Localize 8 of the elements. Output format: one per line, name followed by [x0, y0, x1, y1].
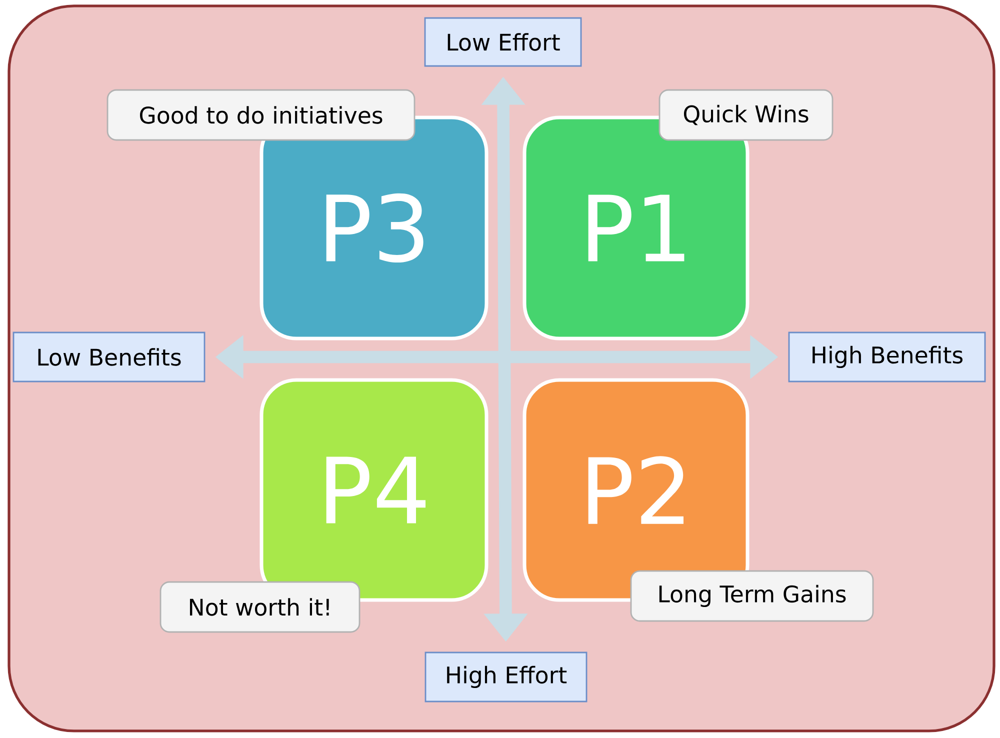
axis-label: Low Benefits [12, 332, 206, 382]
callout-label: Good to do initiatives [106, 89, 416, 141]
callout-label: Long Term Gains [630, 570, 874, 622]
axis-label: Low Effort [424, 17, 582, 67]
callout-label: Quick Wins [658, 89, 834, 141]
axis-label: High Effort [424, 652, 588, 702]
callout-label: Not worth it! [160, 581, 360, 633]
axis-label: High Benefits [788, 332, 986, 382]
